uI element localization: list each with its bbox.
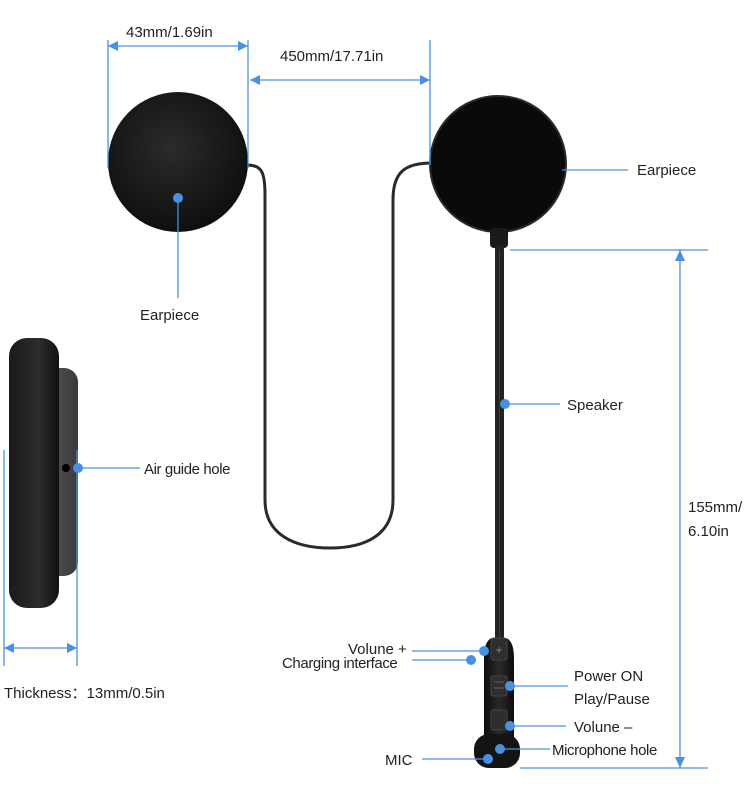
air-guide-hole-label: Air guide hole (144, 461, 230, 478)
svg-text:+: + (495, 643, 502, 657)
mic-label: MIC (385, 752, 413, 769)
speaker-label: Speaker (567, 397, 623, 414)
boom-length-label-line1: 155mm/ (688, 499, 743, 516)
earpiece-left-label: Earpiece (140, 307, 199, 324)
power-on-label: Power ON (574, 668, 643, 685)
volume-minus-button[interactable] (490, 709, 508, 731)
volume-plus-button[interactable] (490, 637, 508, 661)
cable-length-label: 450mm/17.71in (280, 48, 383, 65)
right-earpiece (429, 95, 567, 233)
air-guide-hole-marker (62, 464, 70, 472)
volume-plus-label: Volune + (348, 641, 407, 658)
play-pause-label: Play/Pause (574, 691, 650, 708)
microphone-hole-label: Microphone hole (552, 742, 657, 759)
charging-interface-label: Charging interface (282, 655, 397, 672)
connecting-cable (245, 161, 433, 550)
right-earpiece-stem (490, 228, 508, 248)
earpiece-side-view (9, 338, 59, 608)
thickness-label: Thickness：13mm/0.5in (4, 685, 165, 702)
boom-length-label-line2: 6.10in (688, 523, 729, 540)
volume-minus-label: Volune – (574, 719, 633, 736)
power-button[interactable] (490, 675, 508, 697)
left-earpiece (108, 92, 248, 232)
earpiece-width-label: 43mm/1.69in (126, 24, 213, 41)
earpiece-right-label: Earpiece (637, 162, 696, 179)
